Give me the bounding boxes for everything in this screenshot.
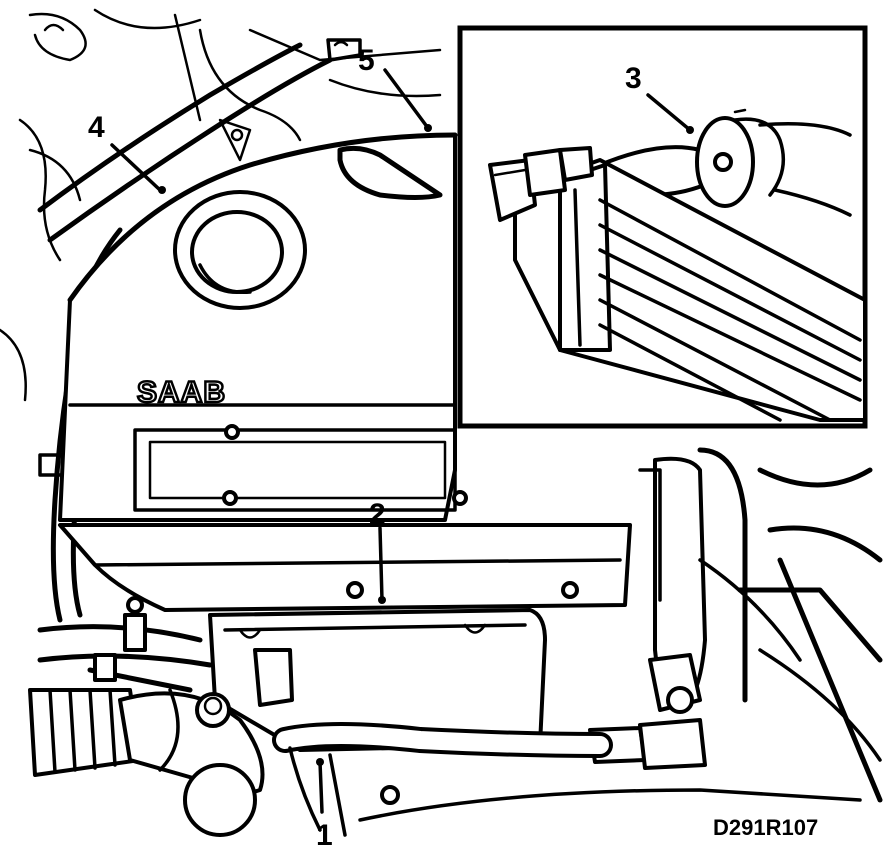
oil-filler-cap — [173, 190, 307, 310]
engine-cover: SAAB — [58, 132, 632, 752]
inset-detail — [457, 25, 868, 429]
right-hoses — [588, 447, 883, 803]
lower-left-components — [28, 596, 294, 837]
callout-2: 2 — [369, 498, 386, 604]
callout-3: 3 — [625, 62, 694, 134]
callout-label-2: 2 — [369, 498, 386, 531]
hose-assembly — [272, 722, 613, 837]
intercooler — [488, 146, 867, 422]
drawing-code: D291R107 — [713, 815, 818, 840]
callout-label-4: 4 — [88, 111, 105, 144]
callout-5: 5 — [358, 44, 432, 132]
callouts: 1 2 3 4 5 — [88, 44, 694, 852]
bottom-edge — [358, 788, 862, 822]
bottom-bolt — [380, 785, 400, 805]
callout-label-1: 1 — [316, 819, 333, 852]
callout-label-3: 3 — [625, 62, 642, 95]
callout-label-5: 5 — [358, 44, 375, 77]
callout-4: 4 — [88, 111, 166, 194]
callout-1: 1 — [316, 758, 333, 852]
